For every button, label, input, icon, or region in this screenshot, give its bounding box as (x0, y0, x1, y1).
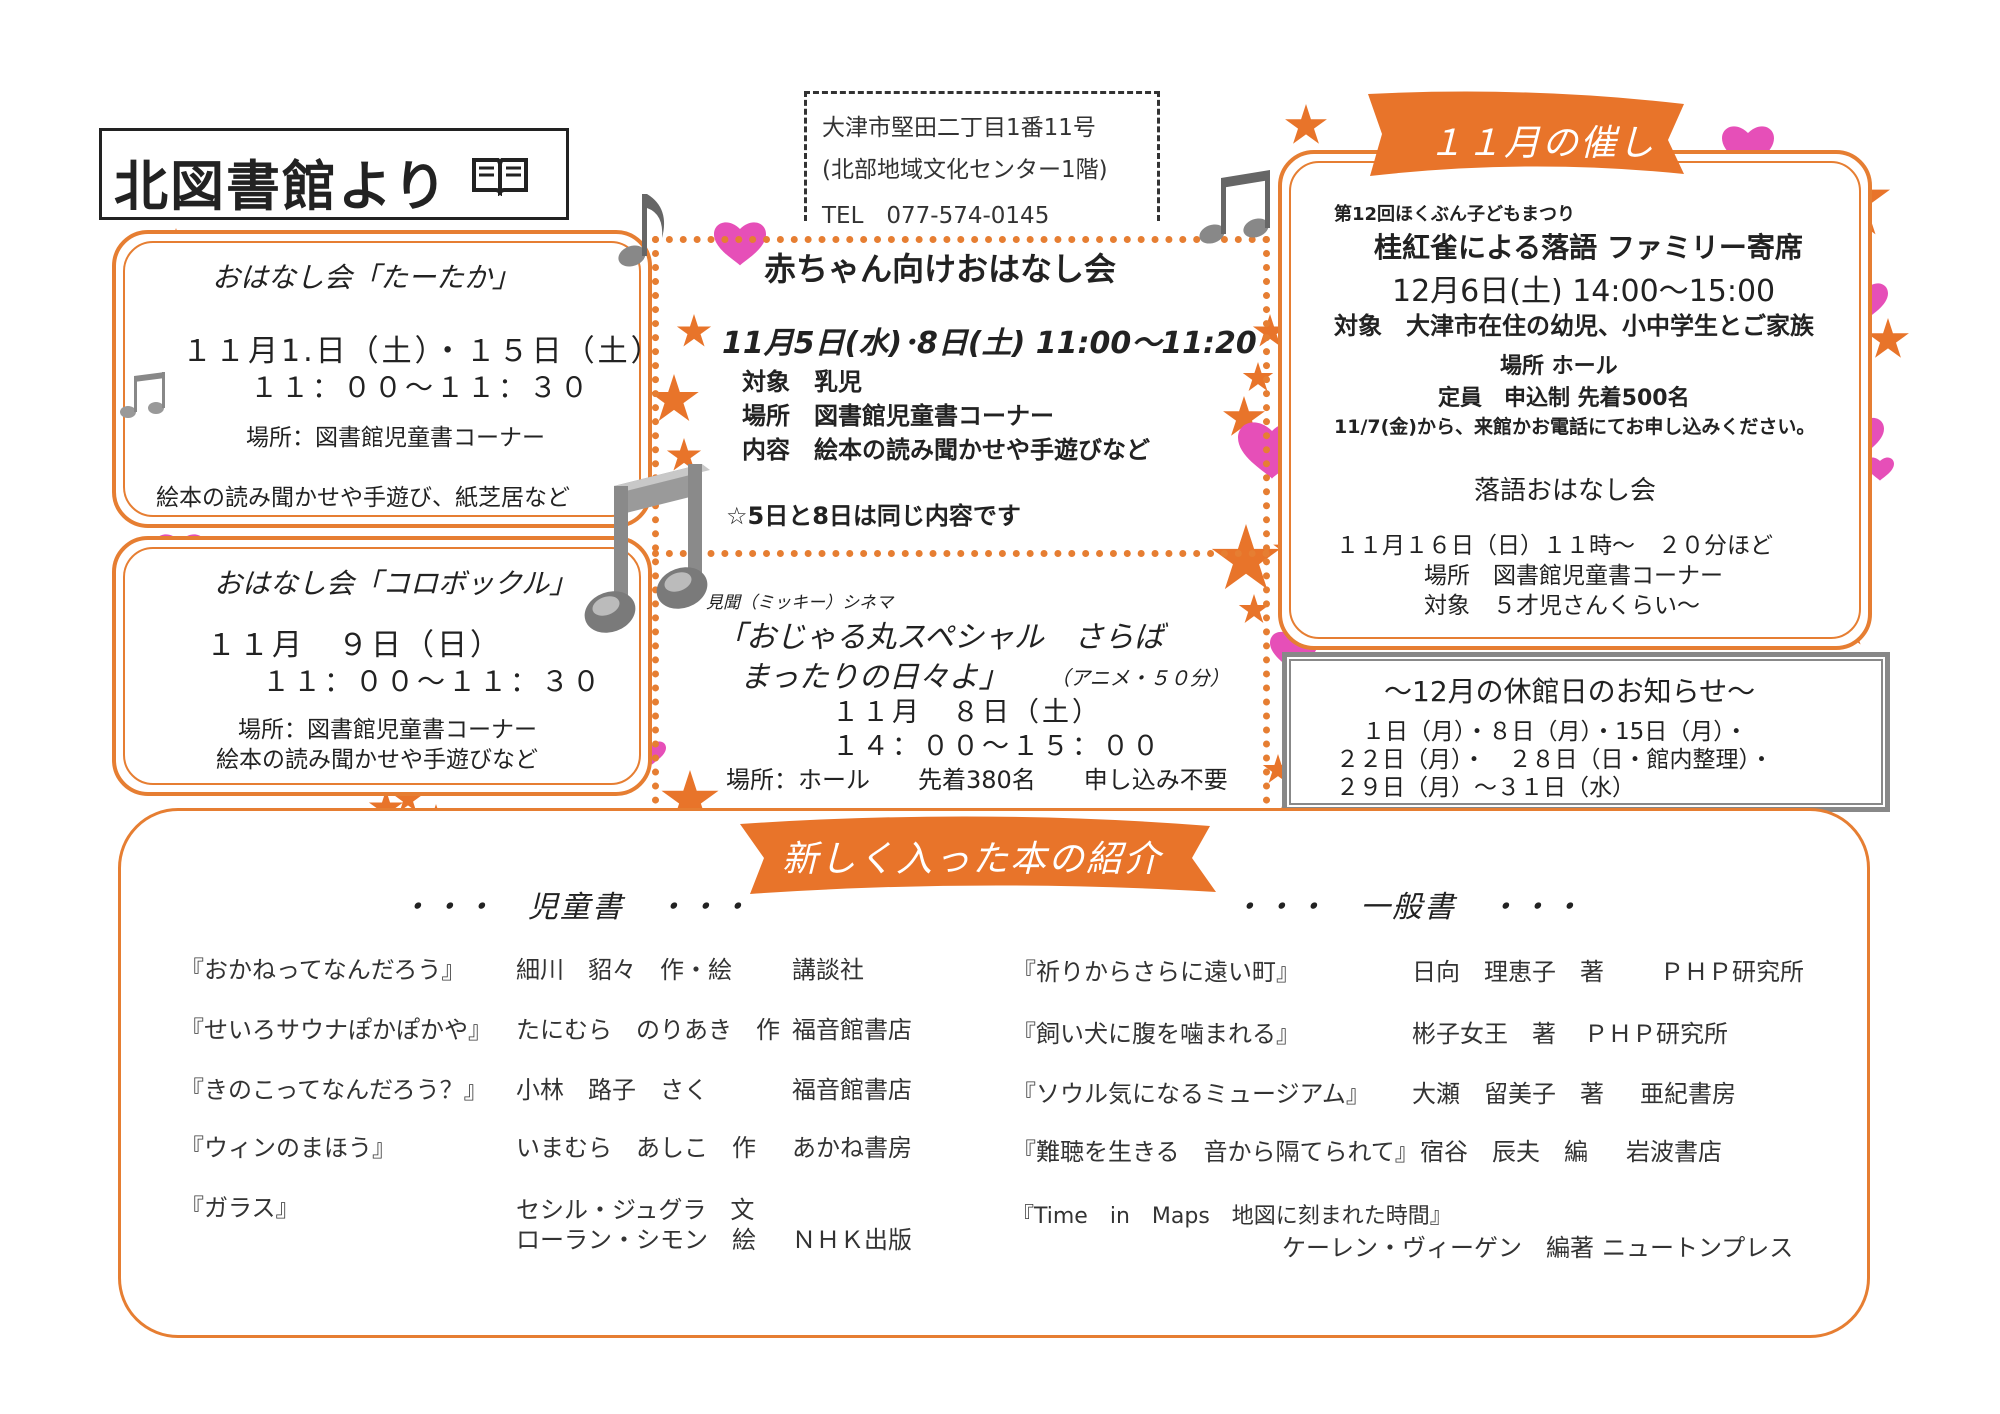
address-line1: 大津市堅田二丁目1番11号 (822, 115, 1096, 141)
general-book-author: 日向 理恵子 著 (1412, 958, 1604, 986)
general-book-publisher: ＰＨＰ研究所 (1660, 958, 1804, 986)
storytime1-place: 場所：図書館児童書コーナー (246, 425, 545, 451)
baby-storytime-content: 内容 絵本の読み聞かせや手遊びなど (742, 436, 1150, 464)
general-book-title: 『難聴を生きる 音から隔てられて』 (1012, 1138, 1419, 1166)
general-book-publisher: 岩波書店 (1626, 1138, 1722, 1166)
cinema-label: 見聞（ミッキー）シネマ (706, 593, 893, 613)
baby-storytime-heading: 赤ちゃん向けおはなし会 (764, 250, 1117, 288)
children-book-author: たにむら のりあき 作 (516, 1016, 780, 1044)
rakugo-date: １１月１６日（日）１１時～ ２０分ほど (1336, 533, 1773, 559)
holiday-heading: ～12月の休館日のお知らせ～ (1384, 675, 1756, 708)
cinema-title-line2: まったりの日々よ」 (740, 660, 1009, 695)
event-title: 桂紅雀による落語 ファミリー寄席 (1374, 231, 1803, 264)
star-icon (1867, 318, 1909, 358)
children-book-author2: ローラン・シモン 絵 (516, 1226, 756, 1254)
rakugo-target: 対象 ５才児さんくらい～ (1424, 593, 1700, 619)
event-box (1278, 150, 1872, 650)
open-book-icon (472, 158, 528, 196)
general-book-author: 彬子女王 著 (1412, 1020, 1556, 1048)
address-frame (804, 91, 1160, 221)
general-books-heading: ・・・ 一般書 ・・・ (1232, 890, 1584, 925)
children-book-publisher: ＮＨＫ出版 (792, 1226, 912, 1254)
children-book-publisher: 福音館書店 (792, 1076, 912, 1104)
children-book-author: セシル・ジュグラ 文 (516, 1196, 755, 1224)
children-book-publisher: 講談社 (792, 956, 864, 984)
cinema-time: １４：００～１５：００ (832, 731, 1162, 762)
event-place: 場所 ホール (1500, 354, 1618, 379)
children-book-author: いまむら あしこ 作 (516, 1134, 756, 1162)
storytime2-content: 絵本の読み聞かせや手遊びなど (216, 747, 538, 773)
event-target: 対象 大津市在住の幼児、小中学生とご家族 (1334, 312, 1814, 340)
general-book-publisher: ニュートンプレス (1602, 1234, 1794, 1262)
event-banner-text: １１月の催し (1428, 123, 1657, 164)
storytime2-heading: おはなし会「コロボックル」 (214, 567, 578, 600)
center-dotted-divider (652, 550, 1270, 557)
holiday-notice-frame (1282, 652, 1890, 812)
children-book-author: 小林 路子 さく (516, 1076, 708, 1104)
storytime2-time: １１：００～１１：３０ (262, 665, 604, 698)
baby-storytime-place: 場所 図書館児童書コーナー (742, 402, 1054, 430)
baby-storytime-target: 対象 乳児 (742, 368, 862, 396)
holiday-notice-inner-frame (1289, 659, 1883, 805)
rakugo-heading: 落語おはなし会 (1474, 476, 1657, 506)
general-book-author: ケーレン・ヴィーゲン 編著 (1282, 1234, 1594, 1262)
rakugo-place: 場所 図書館児童書コーナー (1424, 563, 1723, 589)
children-book-author: 細川 貂々 作・絵 (516, 956, 732, 984)
general-book-title: 『飼い犬に腹を噛まれる』 (1012, 1020, 1300, 1048)
general-book-publisher: ＰＨＰ研究所 (1584, 1020, 1728, 1048)
storytime-tataka-box (112, 230, 652, 528)
children-book-title: 『ウィンのまほう』 (180, 1134, 396, 1162)
event-apply: 11/7(金)から、来館かお電話にてお申し込みください。 (1334, 416, 1816, 438)
general-book-title: 『祈りからさらに遠い町』 (1012, 958, 1300, 986)
storytime2-dates: １１月 ９日（日） (206, 628, 503, 663)
event-date: 12月6日(土) 14:00～15:00 (1392, 274, 1776, 309)
storytime1-time: １１：００～１１：３０ (250, 371, 592, 404)
storytime1-dates: １１月1.日（土）・１５日（土） (182, 334, 664, 369)
event-capacity: 定員 申込制 先着500名 (1438, 386, 1690, 411)
cinema-title-line1: 「おじゃる丸スペシャル さらば (716, 620, 1164, 655)
event-banner-ribbon (1368, 91, 1684, 176)
storytime1-heading: おはなし会「たーたか」 (212, 261, 521, 294)
cinema-genre: （アニメ・５０分） (1050, 666, 1230, 690)
star-icon (1285, 104, 1327, 144)
page-title: 北図書館より (114, 155, 449, 218)
cinema-place: 場所：ホール 先着380名 申し込み不要 (726, 766, 1228, 794)
title-frame (99, 128, 569, 220)
children-books-heading: ・・・ 児童書 ・・・ (400, 890, 752, 925)
books-banner-text: 新しく入った本の紹介 (782, 839, 1163, 880)
general-book-title: 『Time in Maps 地図に刻まれた時間』 (1012, 1204, 1452, 1229)
3d-music-note-icon (584, 464, 710, 633)
children-book-title: 『おかねってなんだろう』 (180, 956, 466, 984)
event-festival-name: 第12回ほくぶん子どもまつり (1334, 204, 1576, 225)
children-book-title: 『せいろサウナぽかぽかや』 (180, 1016, 492, 1044)
new-books-box (118, 808, 1870, 1338)
cinema-date: １１月 ８日（土） (832, 697, 1102, 728)
small-notes-icon (120, 372, 165, 418)
address-phone: TEL 077-574-0145 (822, 203, 1050, 229)
general-book-author: 大瀬 留美子 著 (1412, 1080, 1604, 1108)
baby-storytime-note: ☆5日と8日は同じ内容です (726, 502, 1021, 530)
general-book-author: 宿谷 辰夫 編 (1420, 1138, 1588, 1166)
general-book-publisher: 亜紀書房 (1640, 1080, 1736, 1108)
holiday-line2: ２２日（月）・ ２８日（日・館内整理）・ (1336, 747, 1773, 773)
eighth-note-icon (618, 194, 665, 267)
storytime-korobokkuru-box (112, 536, 652, 796)
holiday-line3: ２９日（月）～３１日（水） (1336, 775, 1635, 801)
children-book-title: 『ガラス』 (180, 1194, 300, 1222)
storytime2-place: 場所：図書館児童書コーナー (238, 717, 537, 743)
holiday-line1: １日（月）・８日（月）・15日（月）・ (1362, 719, 1748, 745)
children-book-publisher: あかね書房 (792, 1134, 912, 1162)
general-book-title: 『ソウル気になるミュージアム』 (1012, 1080, 1370, 1108)
books-banner-ribbon (740, 816, 1216, 894)
children-book-publisher: 福音館書店 (792, 1016, 912, 1044)
baby-storytime-dates: 11月5日(水)･8日(土) 11:00～11:20 (722, 326, 1257, 361)
children-book-title: 『きのこってなんだろう？』 (180, 1076, 488, 1104)
beamed-notes-icon (1199, 170, 1270, 244)
storytime1-content: 絵本の読み聞かせや手遊び、紙芝居など (156, 485, 570, 511)
address-line2: (北部地域文化センター1階) (822, 157, 1108, 183)
